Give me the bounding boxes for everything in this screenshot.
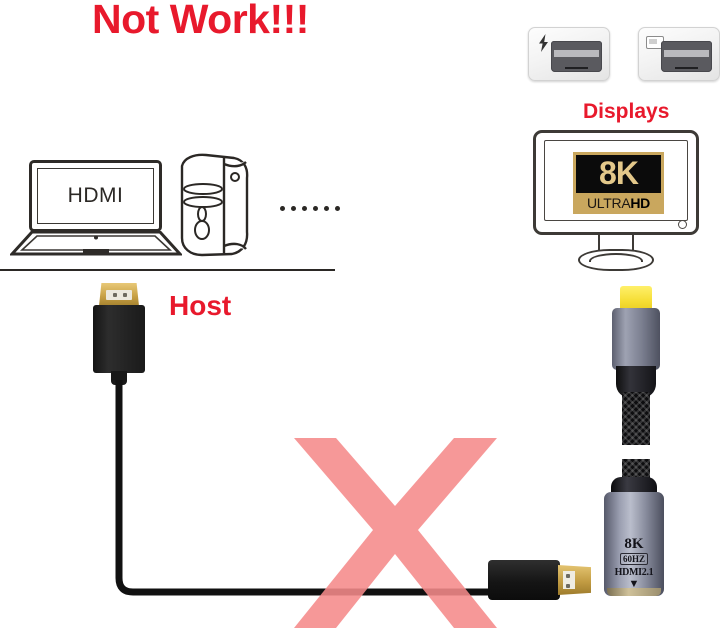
monitor-illustration: 8K ULTRAHD — [533, 130, 699, 235]
ellipsis-dot — [291, 205, 296, 211]
desktop-tower-illustration — [172, 152, 258, 258]
laptop-base — [10, 231, 182, 258]
desktop-tower-shape — [180, 153, 249, 257]
hdmi-pin — [113, 293, 117, 297]
monitor-bezel: 8K ULTRAHD — [544, 140, 688, 221]
host-label: Host — [169, 290, 232, 321]
hdmi-plug-vertical — [93, 283, 145, 393]
mini-displayport-connector-tip — [620, 286, 652, 312]
monitor-stand-base — [578, 249, 654, 271]
monitor-stand-base-inner — [589, 253, 643, 262]
badge-ultra-text: ULTRA — [587, 195, 631, 211]
ellipsis-dot — [335, 205, 340, 211]
hdmi-adapter-dongle: 8K 60HZ HDMI2.1 ▼ — [604, 492, 664, 596]
hdmi-plug-horizontal — [488, 557, 595, 603]
ellipsis-dot — [280, 205, 285, 211]
badge-resolution-text: 8K — [599, 155, 639, 191]
ellipsis-dot — [313, 205, 318, 211]
ellipsis-dot — [324, 205, 329, 211]
adapter-hdmi-version: HDMI2.1 — [614, 567, 654, 578]
hdmi-pin — [123, 293, 127, 297]
hdmi-gold-contacts — [99, 283, 139, 306]
hdmi-gold-contacts — [558, 565, 591, 595]
mini-displayport-slot-shape — [661, 41, 712, 72]
mini-displayport-icon — [638, 27, 720, 81]
monitor-power-led — [678, 220, 687, 229]
laptop-screen-label: HDMI — [67, 184, 124, 207]
thunderbolt-slot-shape — [551, 41, 602, 72]
page-title: Not Work!!! — [92, 0, 309, 42]
cross-out-mark — [294, 438, 497, 628]
braided-cable-upper — [622, 392, 650, 450]
hdmi-plug-housing — [93, 305, 145, 373]
thunderbolt-bolt-icon — [539, 34, 548, 52]
hdmi-cable-path — [115, 380, 540, 596]
image-splice-gap — [600, 445, 672, 459]
badge-panel: 8K ULTRAHD — [576, 155, 661, 213]
displays-label: Displays — [583, 100, 670, 123]
laptop-illustration: HDMI — [29, 160, 162, 232]
thunderbolt-port-icon — [528, 27, 610, 81]
adapter-refresh-rate: 60HZ — [604, 553, 664, 565]
hdmi-plug-housing — [488, 560, 560, 600]
host-section-divider — [0, 269, 335, 271]
laptop-base-shape — [10, 231, 182, 256]
ellipsis-dot — [302, 205, 307, 211]
adapter-hdmi-female-port — [607, 588, 661, 596]
hdmi-pin — [566, 574, 570, 578]
badge-hd-text: HD — [630, 195, 650, 211]
adapter-direction-triangle-icon: ▼ — [628, 578, 640, 590]
8k-ultrahd-badge: 8K ULTRAHD — [573, 152, 664, 214]
badge-ultrahd-text: ULTRAHD — [576, 193, 661, 213]
hdmi-strain-relief — [111, 371, 127, 385]
adapter-resolution-text: 8K — [624, 536, 644, 552]
ellipsis-more-devices — [280, 203, 340, 213]
mini-displayport-housing — [612, 308, 660, 370]
laptop-screen: HDMI — [37, 168, 154, 224]
hdmi-pin — [566, 584, 570, 588]
